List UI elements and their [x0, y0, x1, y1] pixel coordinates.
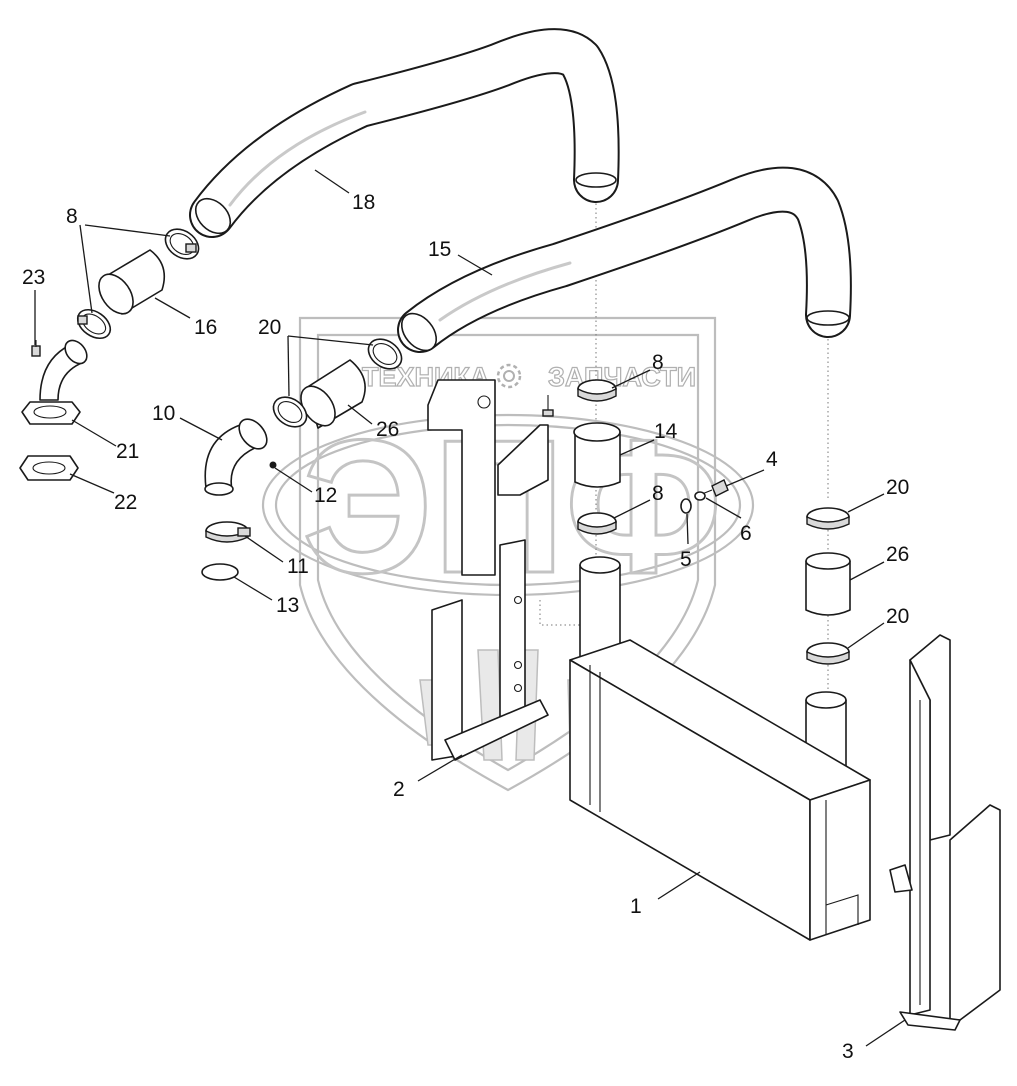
clamp-8-center-upper	[577, 379, 617, 402]
bracket-2	[427, 379, 554, 761]
clamp-8-upper	[164, 228, 200, 260]
plug-12	[269, 461, 277, 469]
callouts: 18 8 23 16 20 10 21 22 12 26 11 13 15 8 …	[22, 191, 909, 1063]
clamp-20-right-upper	[806, 507, 850, 530]
bolt-23	[31, 340, 41, 357]
callout-2: 2	[393, 778, 405, 801]
callout-12: 12	[314, 484, 337, 507]
bracket-3	[889, 634, 1001, 1031]
clamp-20-upper-left	[367, 338, 403, 370]
bolt-4	[701, 479, 729, 497]
washer-5	[680, 498, 692, 514]
sleeve-16	[98, 249, 166, 315]
clamp-11	[205, 521, 251, 543]
clamp-8-lower	[76, 308, 112, 340]
callout-11: 11	[287, 555, 309, 578]
callout-5: 5	[680, 548, 692, 571]
callout-20-left: 20	[258, 316, 281, 339]
elbow-flange-21	[21, 339, 88, 425]
intercooler-1	[569, 556, 871, 941]
o-ring-13	[201, 563, 239, 581]
clamp-20-lower-left	[272, 396, 308, 428]
callout-1: 1	[630, 895, 642, 918]
washer-6	[694, 491, 706, 501]
gear-icon	[496, 363, 522, 389]
callout-21: 21	[116, 440, 139, 463]
hose-15	[397, 166, 852, 353]
callout-8-center-upper: 8	[652, 351, 664, 374]
callout-18: 18	[352, 191, 375, 214]
callout-26-right: 26	[886, 543, 909, 566]
callout-26-left: 26	[376, 418, 399, 441]
callout-10: 10	[152, 402, 175, 425]
callout-15: 15	[428, 238, 451, 261]
watermark-text-right: ЗАПЧАСТИ	[548, 362, 696, 392]
clamp-20-right-lower	[806, 642, 850, 665]
callout-22: 22	[114, 491, 137, 514]
callout-8-center-lower: 8	[652, 482, 664, 505]
callout-20-right-upper: 20	[886, 476, 909, 499]
sleeve-14	[573, 422, 621, 488]
clamp-8-center-lower	[577, 512, 617, 535]
gasket-22	[19, 455, 79, 481]
callout-8-left: 8	[66, 205, 78, 228]
sleeve-26-right	[805, 552, 851, 616]
callout-3: 3	[842, 1040, 854, 1063]
callout-13: 13	[276, 594, 299, 617]
sleeve-26-left	[300, 359, 366, 429]
callout-23: 23	[22, 266, 45, 289]
leader-lines	[34, 169, 906, 1047]
callout-6: 6	[740, 522, 752, 545]
elbow-10	[204, 418, 268, 496]
watermark-text-left: ТЕХНИКА	[362, 362, 489, 392]
hose-18	[189, 28, 620, 238]
callout-4: 4	[766, 448, 778, 471]
watermark-shield	[298, 316, 717, 792]
callout-16: 16	[194, 316, 217, 339]
callout-20-right-lower: 20	[886, 605, 909, 628]
callout-14: 14	[654, 420, 678, 443]
